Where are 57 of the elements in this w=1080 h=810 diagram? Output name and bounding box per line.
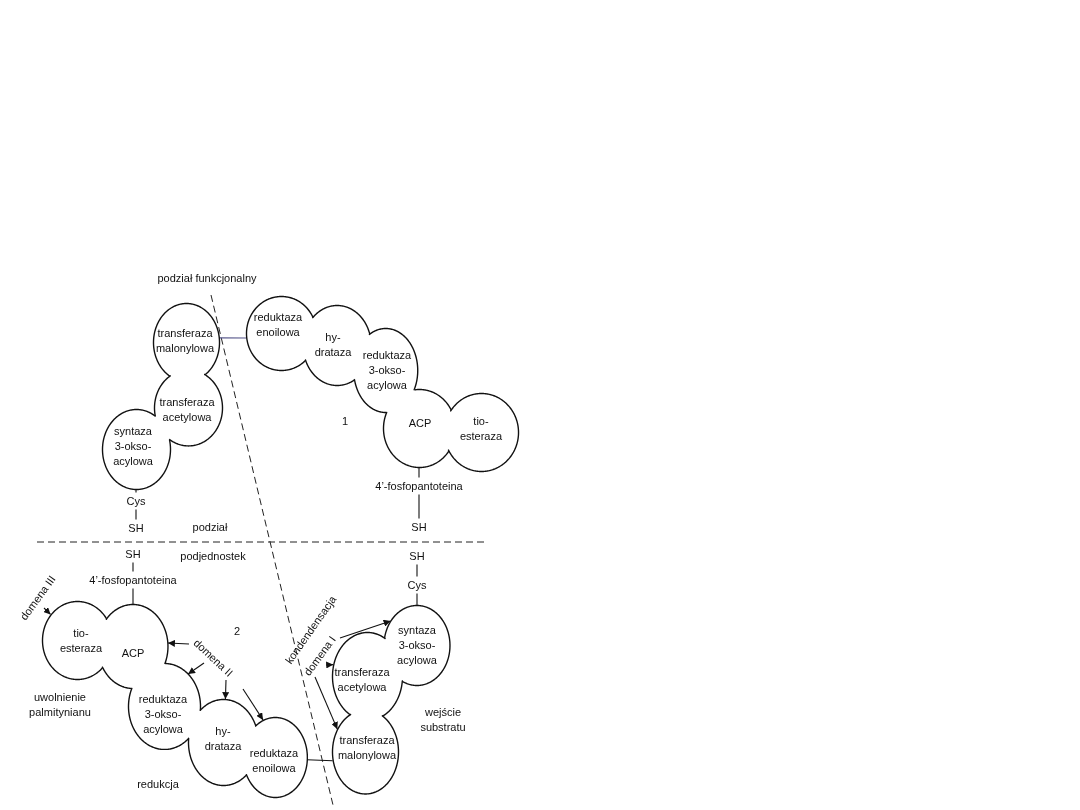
arrow [222, 679, 230, 700]
arrow [43, 607, 52, 615]
cofactor-label: 4’-fosfopantoteina [89, 573, 177, 587]
process-label: wejście substratu [419, 705, 467, 735]
cofactor-label: 4’-fosfopantoteina [375, 479, 463, 493]
arrow [167, 639, 190, 647]
division-label: podział funkcjonalny [157, 270, 257, 286]
enzyme-domain [244, 294, 315, 372]
arrow [187, 662, 205, 675]
residue-label: Cys [126, 494, 146, 508]
arrow [314, 676, 338, 730]
enzyme-name: reduktaza 3-okso- acylowa [137, 691, 189, 737]
process-label: uwolnienie palmitynianu [28, 690, 92, 720]
connector-line [135, 508, 137, 521]
thiol-group-label: SH [125, 547, 141, 561]
enzyme-name: transferaza malonylowa [154, 326, 216, 356]
enzyme-domain [101, 602, 170, 690]
connector-line [135, 488, 137, 494]
division-label: podjednostek [180, 548, 246, 564]
connector-line [418, 466, 420, 479]
enzyme-domain [244, 715, 309, 799]
arrow [325, 661, 334, 669]
connector-line [218, 337, 247, 339]
connector-line [132, 561, 134, 573]
enzyme-name: tio- esteraza [58, 626, 104, 656]
subunit-number: 1 [341, 413, 349, 429]
enzyme-name: reduktaza enoilowa [252, 310, 304, 340]
connector-line [418, 493, 420, 520]
connector-line [416, 592, 418, 606]
enzyme-name: ACP [120, 645, 146, 661]
thiol-group-label: SH [128, 521, 144, 535]
enzyme-name: syntaza 3-okso- acylowa [396, 622, 438, 668]
enzyme-name: transferaza acetylowa [333, 665, 391, 695]
enzyme-name: hy- drataza [203, 724, 243, 754]
enzyme-name: transferaza malonylowa [336, 733, 398, 763]
division-label: podział [192, 519, 228, 535]
process-label: redukcja [137, 776, 179, 792]
enzyme-domain [447, 391, 521, 473]
connector-line [416, 563, 418, 578]
enzyme-domain [151, 301, 221, 378]
arrow [242, 688, 264, 721]
enzyme-name: syntaza 3-okso- acylowa [112, 423, 154, 469]
thiol-group-label: SH [409, 549, 425, 563]
subunit-number: 2 [233, 623, 241, 639]
connector-line [132, 587, 134, 605]
enzyme-name: transferaza acetylowa [158, 395, 216, 425]
connector-line [306, 759, 334, 762]
enzyme-domain [330, 713, 400, 796]
enzyme-name: tio- esteraza [458, 414, 504, 444]
enzyme-name: reduktaza enoilowa [248, 746, 300, 776]
arrow [339, 619, 392, 639]
residue-label: Cys [407, 578, 427, 592]
thiol-group-label: SH [411, 520, 427, 534]
enzyme-name: hy- drataza [313, 330, 353, 360]
enzyme-name: ACP [407, 415, 433, 431]
enzyme-domain [152, 373, 224, 448]
enzyme-name: reduktaza 3-okso- acylowa [361, 347, 413, 393]
